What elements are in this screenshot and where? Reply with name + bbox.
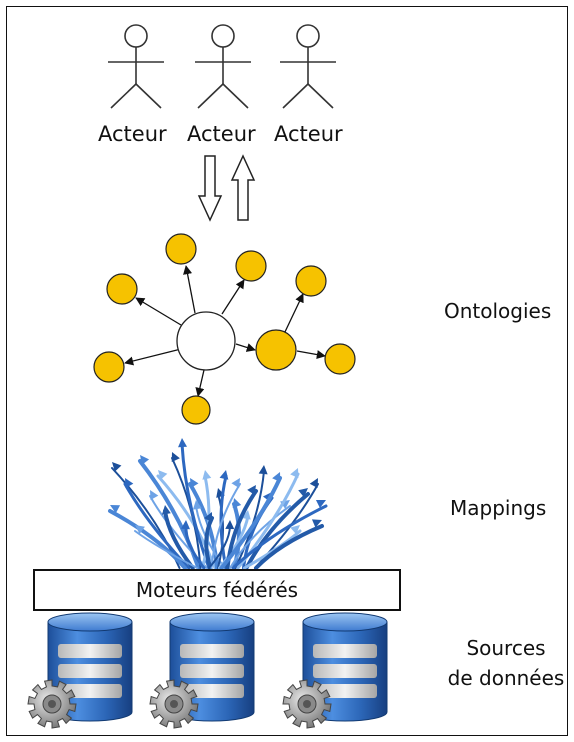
- mapping-arrow: [232, 502, 241, 570]
- ontology-node: [165, 233, 197, 265]
- mapping-arrowhead: [247, 485, 256, 495]
- sources-label-line1: Sources: [466, 636, 546, 660]
- mapping-arrowhead: [110, 505, 121, 514]
- actor-label: Acteur: [187, 122, 256, 146]
- mappings-label: Mappings: [450, 496, 547, 520]
- ontology-node: [106, 273, 138, 305]
- mapping-arrowhead: [158, 470, 168, 480]
- mapping-arrowhead: [309, 478, 318, 489]
- up-arrow-icon: [230, 154, 256, 221]
- mapping-arrowhead: [112, 462, 122, 472]
- down-arrow-icon: [197, 155, 223, 222]
- mapping-arrow: [229, 505, 291, 569]
- ontology-node: [324, 343, 356, 375]
- mapping-arrowhead: [241, 510, 251, 520]
- sources-label-line2: de données: [447, 666, 565, 690]
- mapping-arrow: [244, 492, 310, 570]
- ontology-node: [255, 329, 297, 371]
- mapping-arrowhead: [125, 478, 134, 489]
- mapping-arrowhead: [204, 512, 213, 523]
- mapping-arrow: [254, 524, 324, 570]
- mapping-arrowhead: [231, 478, 240, 489]
- mapping-arrow: [217, 493, 224, 569]
- ontology-root-node: [176, 311, 236, 371]
- actor-icon: [108, 24, 164, 109]
- sources-label: Sources de données: [438, 633, 574, 693]
- mapping-arrowhead: [225, 520, 235, 530]
- mapping-arrowhead: [171, 452, 180, 463]
- federated-engines-box: Moteurs fédérés: [33, 569, 401, 611]
- mapping-arrow: [180, 442, 211, 570]
- mapping-arrowhead: [232, 498, 242, 508]
- mapping-arrow: [234, 470, 265, 569]
- mapping-arrowhead: [272, 472, 281, 483]
- actor-label: Acteur: [98, 122, 167, 146]
- mapping-arrowhead: [161, 505, 171, 515]
- mapping-arrowhead: [181, 520, 190, 530]
- mapping-arrow: [108, 509, 187, 570]
- diagram-frame: [6, 6, 568, 736]
- mapping-arrowhead: [178, 438, 188, 448]
- mapping-arrowhead: [290, 525, 300, 535]
- mapping-arrowhead: [315, 499, 326, 509]
- mapping-arrow: [219, 474, 228, 570]
- database-gear-icon: [149, 612, 255, 729]
- actor-icon: [195, 24, 251, 109]
- mapping-arrowhead: [140, 455, 150, 465]
- mapping-arrowhead: [202, 470, 212, 480]
- ontology-node: [93, 351, 125, 383]
- database-gear-icon: [27, 612, 133, 729]
- mapping-arrow: [134, 530, 199, 569]
- mapping-arrowhead: [298, 488, 308, 498]
- mapping-arrows: [108, 438, 328, 570]
- actor-icon: [280, 24, 336, 109]
- mapping-arrowhead: [135, 525, 145, 534]
- mapping-arrowhead: [258, 465, 268, 475]
- ontology-node: [235, 250, 267, 282]
- mapping-arrow: [156, 474, 217, 570]
- database-gear-icon: [282, 612, 388, 729]
- mapping-arrow: [163, 509, 195, 570]
- mapping-arrowhead: [192, 500, 202, 510]
- mapping-arrow: [204, 516, 214, 570]
- mapping-arrow: [184, 524, 206, 570]
- mapping-arrowhead: [190, 478, 199, 489]
- mapping-arrow: [208, 525, 231, 569]
- mapping-arrow: [210, 483, 241, 569]
- mapping-arrowhead: [290, 468, 299, 479]
- mapping-arrow: [231, 504, 328, 570]
- actor-label: Acteur: [274, 122, 343, 146]
- mapping-arrowhead: [219, 470, 229, 480]
- federated-engines-label: Moteurs fédérés: [135, 578, 299, 602]
- ontology-node: [295, 265, 327, 297]
- mapping-arrow: [219, 476, 282, 570]
- ontology-node: [181, 395, 211, 425]
- mapping-arrowhead: [311, 519, 322, 528]
- ontology-graph: [93, 233, 356, 425]
- ontologies-label: Ontologies: [444, 299, 552, 323]
- mapping-arrowhead: [150, 490, 159, 501]
